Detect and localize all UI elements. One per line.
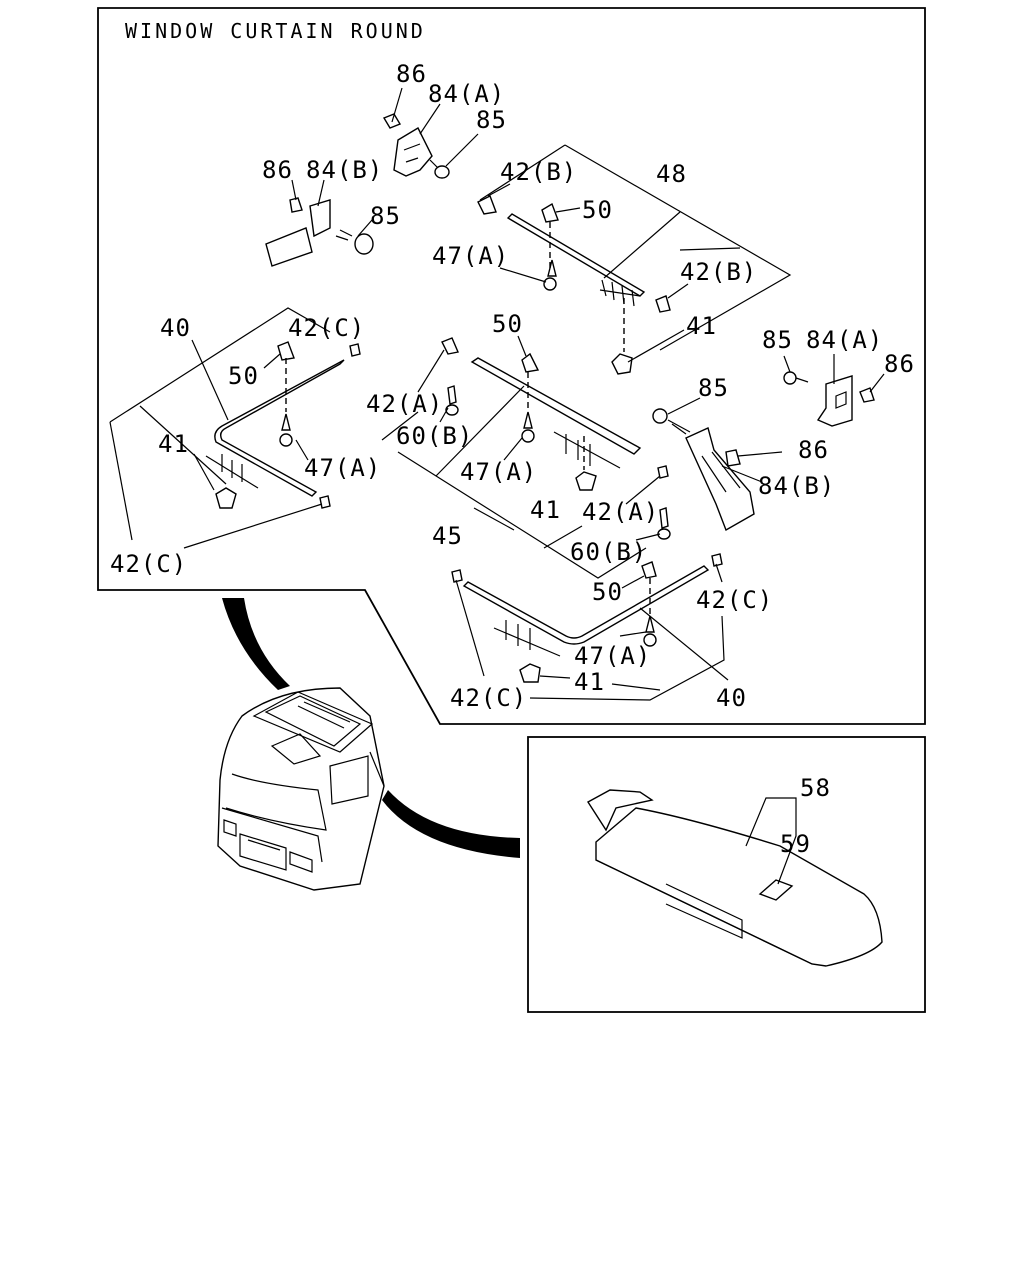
label-42c-a: 42(C): [288, 314, 365, 342]
label-42b-a: 42(B): [500, 158, 577, 186]
bracket-84b-right: [652, 408, 755, 532]
label-50-c: 50: [492, 310, 523, 338]
rail-40-lower: [451, 553, 723, 683]
label-41-a: 41: [686, 312, 717, 340]
connector-arc-top: [222, 598, 290, 690]
label-84b-a: 84(B): [306, 156, 383, 184]
label-50-b: 50: [228, 362, 259, 390]
label-47a-c: 47(A): [460, 458, 537, 486]
label-42c-b: 42(C): [110, 550, 187, 578]
label-40-b: 40: [716, 684, 747, 712]
sun-visor-58: [587, 789, 883, 967]
label-40-a: 40: [160, 314, 191, 342]
label-85-a: 85: [476, 106, 507, 134]
label-86-b: 86: [262, 156, 293, 184]
label-59: 59: [780, 830, 811, 858]
label-41-c: 41: [530, 496, 561, 524]
connector-arc-right: [382, 790, 520, 858]
rail-40-left: [205, 341, 361, 509]
label-85-d: 85: [698, 374, 729, 402]
label-60b-a: 60(B): [396, 422, 473, 450]
label-45: 45: [432, 522, 463, 550]
label-41-b: 41: [158, 430, 189, 458]
inset-panel-frame: [527, 736, 926, 1013]
main-panel-frame: [97, 7, 926, 725]
truck-cab-illustration: [217, 687, 385, 891]
label-47a-a: 47(A): [432, 242, 509, 270]
rail-45-center: [441, 337, 671, 540]
label-41-d: 41: [574, 668, 605, 696]
label-47a-b: 47(A): [304, 454, 381, 482]
bracket-84b-left: [265, 197, 374, 267]
label-84a-b: 84(A): [806, 326, 883, 354]
label-48: 48: [656, 160, 687, 188]
label-84b-b: 84(B): [758, 472, 835, 500]
label-85-b: 85: [370, 202, 401, 230]
label-50-a: 50: [582, 196, 613, 224]
label-60b-b: 60(B): [570, 538, 647, 566]
label-86-d: 86: [798, 436, 829, 464]
label-42a-a: 42(A): [366, 390, 443, 418]
label-42a-b: 42(A): [582, 498, 659, 526]
label-86-c: 86: [884, 350, 915, 378]
label-42b-b: 42(B): [680, 258, 757, 286]
label-47a-d: 47(A): [574, 642, 651, 670]
label-50-d: 50: [592, 578, 623, 606]
bracket-84a-right: [783, 371, 875, 427]
label-84a-a: 84(A): [428, 80, 505, 108]
label-85-c: 85: [762, 326, 793, 354]
label-42c-c: 42(C): [696, 586, 773, 614]
label-86-a: 86: [396, 60, 427, 88]
label-42c-d: 42(C): [450, 684, 527, 712]
rail-48: [477, 195, 671, 375]
bracket-84a-upper: [382, 113, 450, 179]
diagram-title: WINDOW CURTAIN ROUND: [125, 19, 426, 43]
label-58: 58: [800, 774, 831, 802]
